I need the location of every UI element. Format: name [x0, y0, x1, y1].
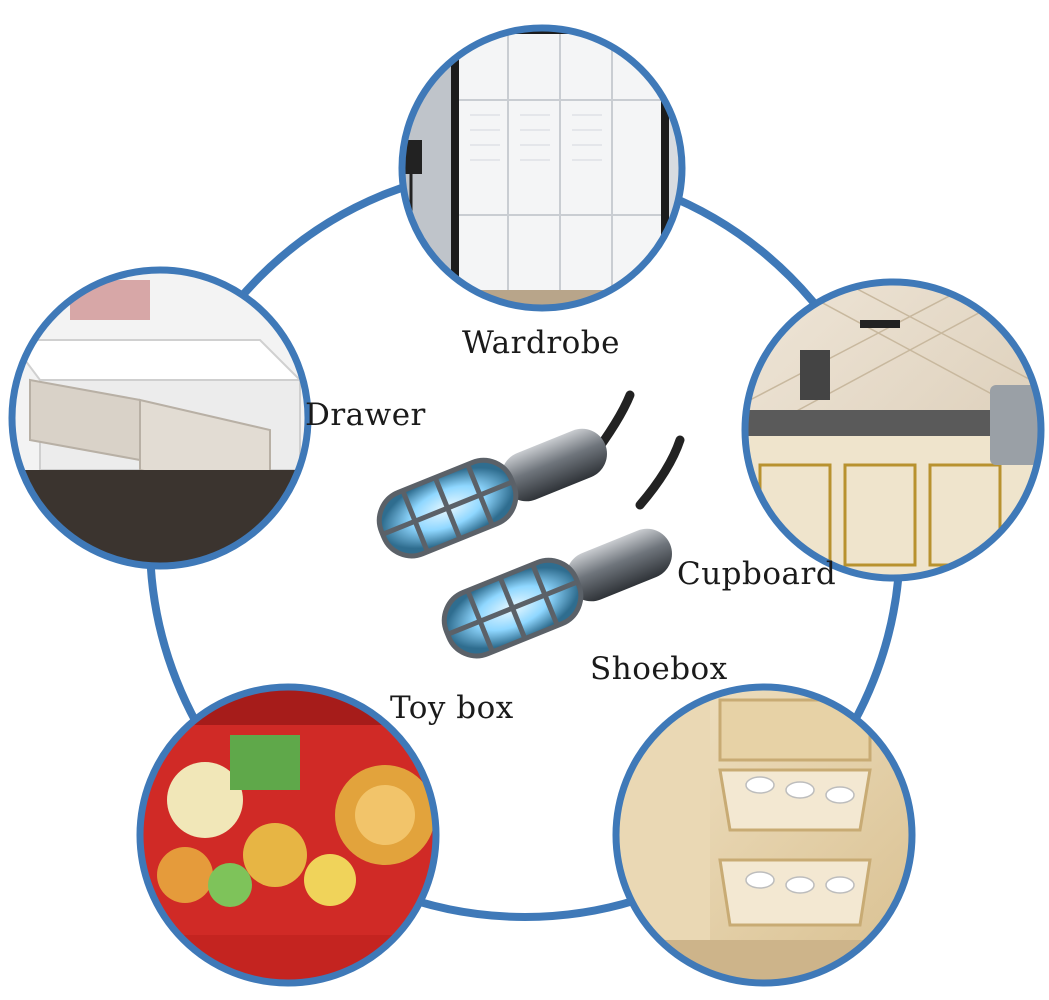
- label-shoebox: Shoebox: [590, 651, 728, 687]
- shoebox-photo: [612, 683, 916, 987]
- drawer-photo: [8, 266, 312, 570]
- label-wardrobe: Wardrobe: [462, 325, 620, 361]
- toy-box-photo: [136, 683, 440, 987]
- cupboard-photo: [741, 278, 1045, 582]
- wardrobe-photo: [398, 24, 686, 312]
- label-toy-box: Toy box: [390, 690, 514, 726]
- label-drawer: Drawer: [305, 397, 426, 433]
- uv-shoe-dryer-pair-icon: [376, 390, 685, 659]
- label-cupboard: Cupboard: [677, 556, 837, 592]
